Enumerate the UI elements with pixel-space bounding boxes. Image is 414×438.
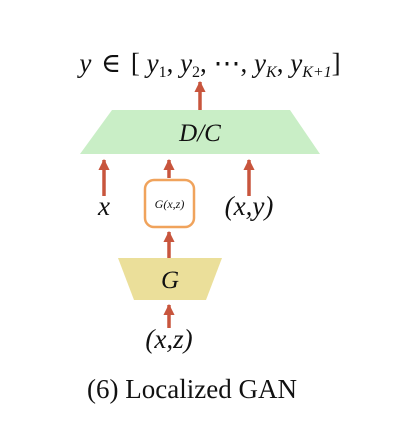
generated-sample-box [143,178,196,229]
generator-block [118,258,222,300]
input-xy-label: (x,y) [225,191,274,221]
discriminator-block [80,110,320,154]
generator-input-label: (x,z) [145,324,192,354]
input-x-label: x [97,191,110,221]
generated-sample-label: G(x,z) [155,197,185,211]
output-label: y ∈ [ y1, y2, ⋯, yK, yK+1] [76,48,340,81]
generator-label: G [161,267,179,294]
discriminator-label: D/C [178,120,221,147]
caption: (6) Localized GAN [87,374,297,404]
